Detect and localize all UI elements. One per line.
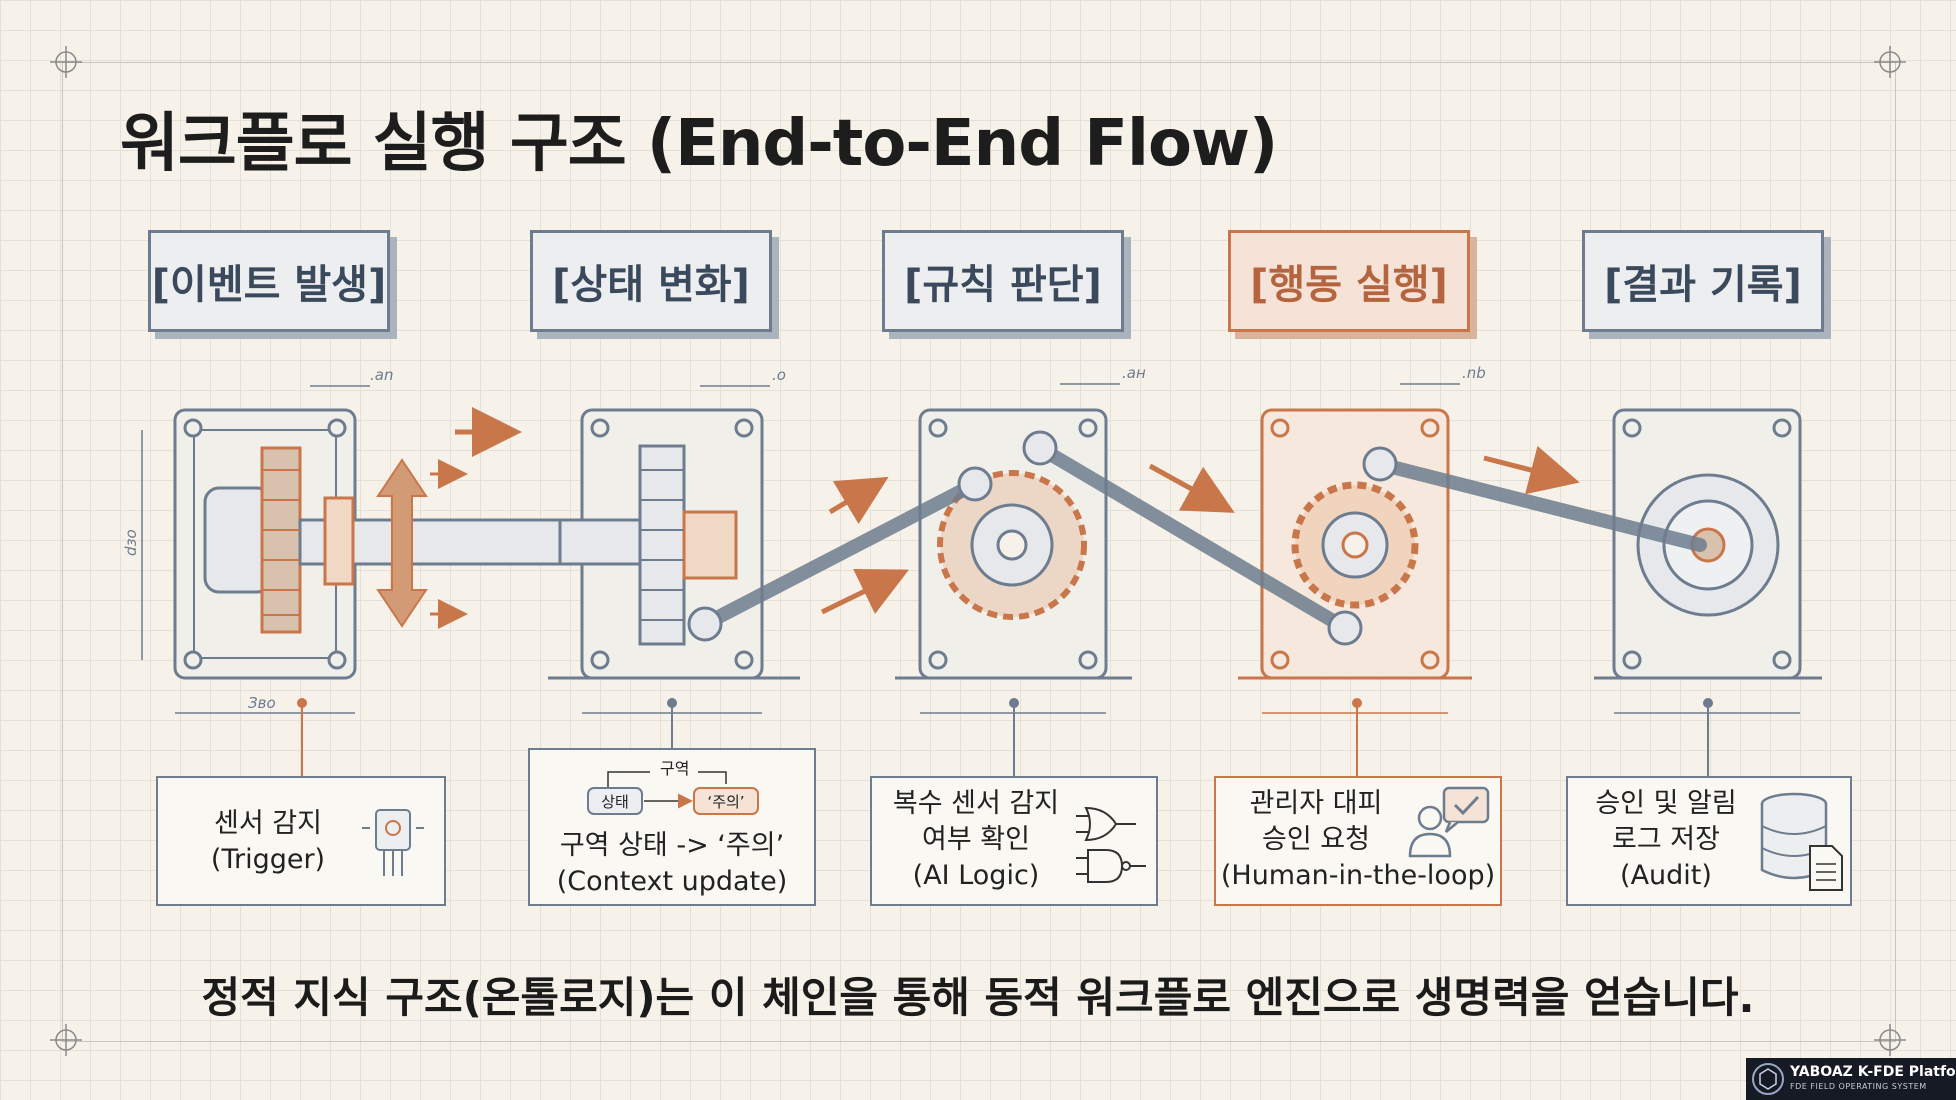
database-log-icon xyxy=(1760,792,1843,891)
brand-badge: YABOAZ K-FDE Platform FDE FIELD OPERATIN… xyxy=(1746,1058,1956,1100)
module-1-gear-teeth xyxy=(262,469,300,616)
module-2-gear-teeth xyxy=(640,469,684,621)
updown-arrow xyxy=(376,458,428,628)
approval-person-icon xyxy=(1408,786,1490,858)
card-ai-logic-line3: (AI Logic) xyxy=(912,860,1040,891)
brand-logo-icon xyxy=(1752,1063,1784,1095)
card-context-line2: (Context update) xyxy=(556,866,788,897)
corner-marks xyxy=(50,46,1906,1056)
module-3 xyxy=(895,408,1132,680)
dim-label-4: .nb xyxy=(1462,364,1486,382)
linkage-rods xyxy=(698,441,1707,635)
module-2 xyxy=(548,408,800,680)
sensor-icon xyxy=(362,809,424,876)
mini-diagram-from: 상태 xyxy=(601,793,629,811)
card-ai-logic-line1: 복수 센서 감지 xyxy=(892,788,1060,819)
drawing-frame xyxy=(62,62,1896,1042)
card-audit: 승인 및 알림 로그 저장 (Audit) xyxy=(1566,776,1852,906)
card-trigger-line1: 센서 감지 xyxy=(214,808,322,839)
logic-gate-icon xyxy=(1076,806,1146,883)
card-audit-line1: 승인 및 알림 xyxy=(1595,788,1737,819)
card-human-loop-line2: 승인 요청 xyxy=(1262,824,1370,855)
card-ai-logic-line2: 여부 확인 xyxy=(922,824,1030,855)
card-audit-line3: (Audit) xyxy=(1620,860,1712,891)
card-context: 구역 상태 ‘주의’ 구역 상태 -> ‘주의’ (Context update… xyxy=(528,748,816,906)
stage-record: [결과 기록] xyxy=(1582,230,1824,332)
card-human-loop: 관리자 대피 승인 요청 (Human-in-the-loop) xyxy=(1214,776,1502,906)
mini-diagram-top: 구역 xyxy=(660,759,689,778)
brand-name: YABOAZ K-FDE Platform xyxy=(1790,1064,1956,1080)
stage-state: [상태 변화] xyxy=(530,230,772,332)
flow-arrows xyxy=(455,407,1580,615)
card-trigger: 센서 감지 (Trigger) xyxy=(156,776,446,906)
stage-rule: [규칙 판단] xyxy=(882,230,1124,332)
card-human-loop-line1: 관리자 대피 xyxy=(1249,788,1383,819)
leader-lines xyxy=(297,698,1713,776)
linkage-pins xyxy=(687,430,1398,646)
card-audit-line2: 로그 저장 xyxy=(1612,824,1720,855)
card-context-line1: 구역 상태 -> ‘주의’ xyxy=(559,830,785,861)
module-5 xyxy=(1594,408,1822,680)
stage-event: [이벤트 발생] xyxy=(148,230,390,332)
dim-label-side: dзo xyxy=(122,529,140,556)
card-human-loop-line3: (Human-in-the-loop) xyxy=(1220,860,1496,891)
card-ai-logic: 복수 센서 감지 여부 확인 (AI Logic) xyxy=(870,776,1158,906)
dim-label-3: .ан xyxy=(1122,364,1146,382)
dimension-labels: .an .o .ан .nb Звo dзo xyxy=(122,364,1486,712)
dim-label-bottom: Звo xyxy=(248,694,276,712)
page-title: 워크플로 실행 구조 (End-to-End Flow) xyxy=(120,107,1278,181)
dim-label-1: .an xyxy=(370,366,393,384)
stage-action: [행동 실행] xyxy=(1228,230,1470,332)
card-trigger-line2: (Trigger) xyxy=(210,844,326,875)
dim-label-2: .o xyxy=(772,366,786,384)
mini-diagram-to: ‘주의’ xyxy=(707,793,744,811)
module-1 xyxy=(173,408,582,680)
footer-caption: 정적 지식 구조(온톨로지)는 이 체인을 통해 동적 워크플로 엔진으로 생명… xyxy=(201,973,1755,1022)
state-transition-diagram: 구역 상태 ‘주의’ xyxy=(587,759,759,815)
brand-tagline: FDE FIELD OPERATING SYSTEM xyxy=(1790,1082,1927,1091)
